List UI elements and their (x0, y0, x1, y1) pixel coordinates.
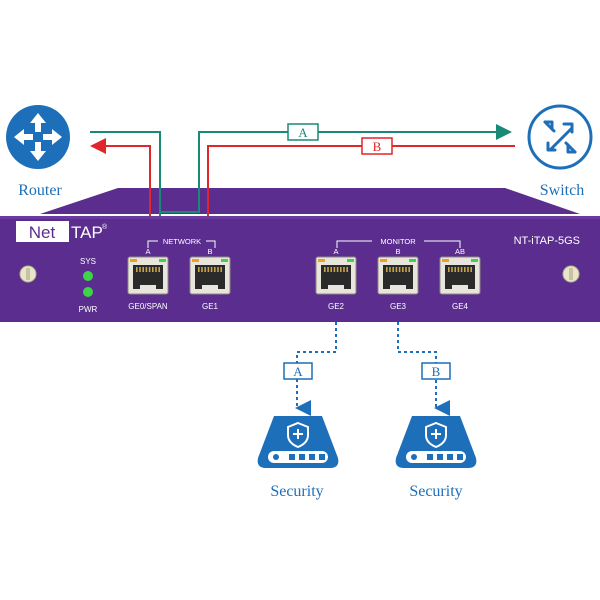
network-group-label: NETWORK (163, 237, 201, 246)
ethernet-port (377, 256, 419, 295)
monitor-b-label: B (432, 364, 441, 379)
port-top-label: A (333, 247, 338, 256)
tap-front-panel (0, 216, 600, 322)
monitor-a-label: A (293, 364, 303, 379)
mount-screw-right (562, 265, 580, 283)
monitor-b-box (421, 362, 451, 380)
path-b-box (361, 137, 393, 155)
port-top-label: B (207, 247, 212, 256)
logo-tap: TAP (71, 223, 103, 242)
led-sys (83, 271, 93, 281)
led-pwr (83, 287, 93, 297)
switch-icon (527, 104, 593, 170)
security-2-label: Security (409, 483, 462, 500)
ethernet-port (315, 256, 357, 295)
mount-screw-left (19, 265, 37, 283)
port-top-label: A (145, 247, 150, 256)
logo-reg: ® (102, 223, 108, 231)
router-icon (6, 105, 70, 169)
path-b-label: B (373, 139, 382, 154)
monitor-a-line (295, 322, 337, 416)
port-bottom-label: GE0/SPAN (128, 302, 168, 311)
port-group: A GE0/SPAN B GE1 A GE2 B GE3 AB GE4 (127, 247, 481, 311)
monitor-b-line (397, 322, 450, 416)
port-bottom-label: GE3 (390, 302, 407, 311)
port-top-label: B (395, 247, 400, 256)
monitor-group-label: MONITOR (380, 237, 416, 246)
monitor-a-box (283, 362, 313, 380)
port-top-label: AB (455, 247, 465, 256)
path-a-label: A (298, 125, 308, 140)
model-name: NT-iTAP-5GS (514, 235, 580, 247)
switch-label: Switch (540, 182, 584, 199)
ethernet-port (439, 256, 481, 295)
security-1-label: Security (270, 483, 323, 500)
tap-chassis-top (40, 188, 580, 214)
security-appliance-icon (257, 416, 339, 468)
port-bottom-label: GE4 (452, 302, 469, 311)
port-bottom-label: GE2 (328, 302, 345, 311)
security-appliance-icon (395, 416, 477, 468)
path-a-box (287, 123, 319, 141)
led-pwr-label: PWR (79, 305, 98, 314)
logo-net: Net (29, 223, 56, 242)
ethernet-port (189, 256, 231, 295)
ethernet-port (127, 256, 169, 295)
port-bottom-label: GE1 (202, 302, 219, 311)
led-sys-label: SYS (80, 257, 96, 266)
router-label: Router (18, 182, 62, 199)
nettap-logo-box (16, 221, 69, 242)
